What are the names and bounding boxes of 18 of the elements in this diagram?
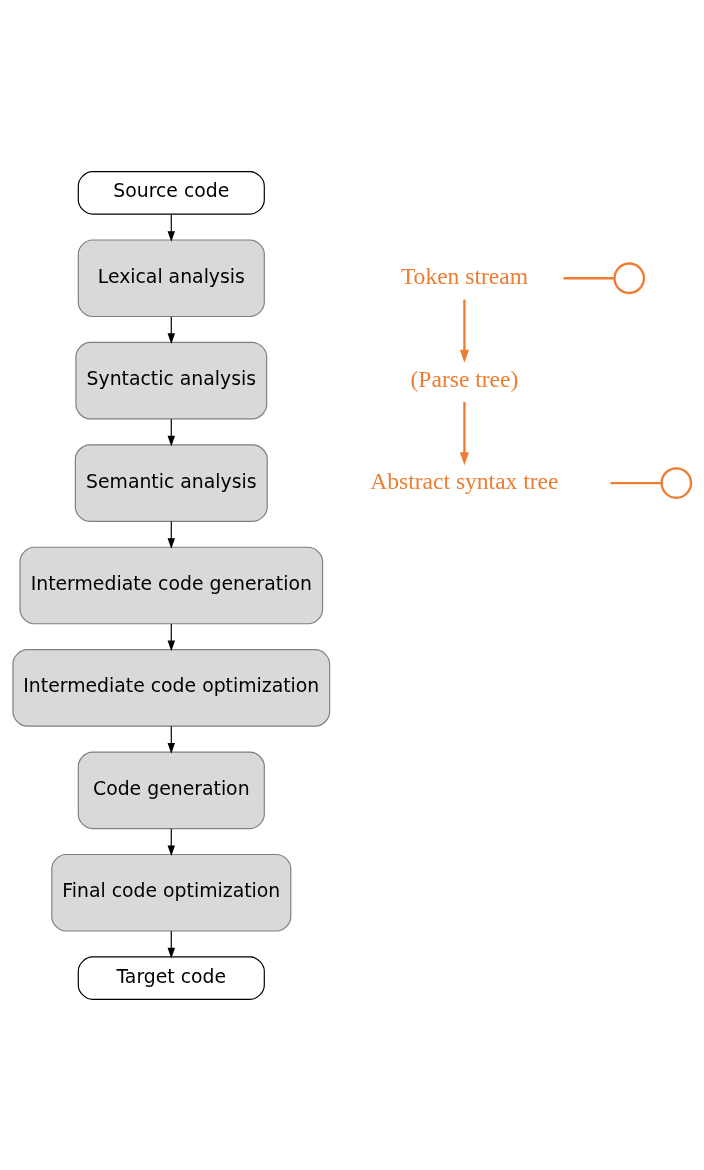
node-circle bbox=[660, 466, 693, 499]
connector bbox=[610, 481, 662, 484]
connector bbox=[563, 276, 615, 279]
node-box: Intermediate code optimization bbox=[12, 648, 331, 727]
arrow bbox=[459, 401, 469, 465]
node-text: Token stream bbox=[400, 262, 528, 289]
node-box: Lexical analysis bbox=[77, 238, 265, 317]
node-box: Source code bbox=[77, 170, 265, 215]
node-box: Target code bbox=[77, 955, 265, 1000]
node-text: (Parse tree) bbox=[410, 365, 519, 392]
node-text: Abstract syntax tree bbox=[370, 467, 559, 494]
node-circle bbox=[613, 261, 646, 294]
arrow bbox=[459, 299, 469, 363]
node-box: Final code optimization bbox=[51, 853, 292, 932]
node-box: Semantic analysis bbox=[74, 443, 268, 522]
node-box: Syntactic analysis bbox=[75, 341, 268, 419]
node-box: Intermediate code generation bbox=[19, 546, 324, 624]
node-box: Code generation bbox=[77, 751, 265, 829]
